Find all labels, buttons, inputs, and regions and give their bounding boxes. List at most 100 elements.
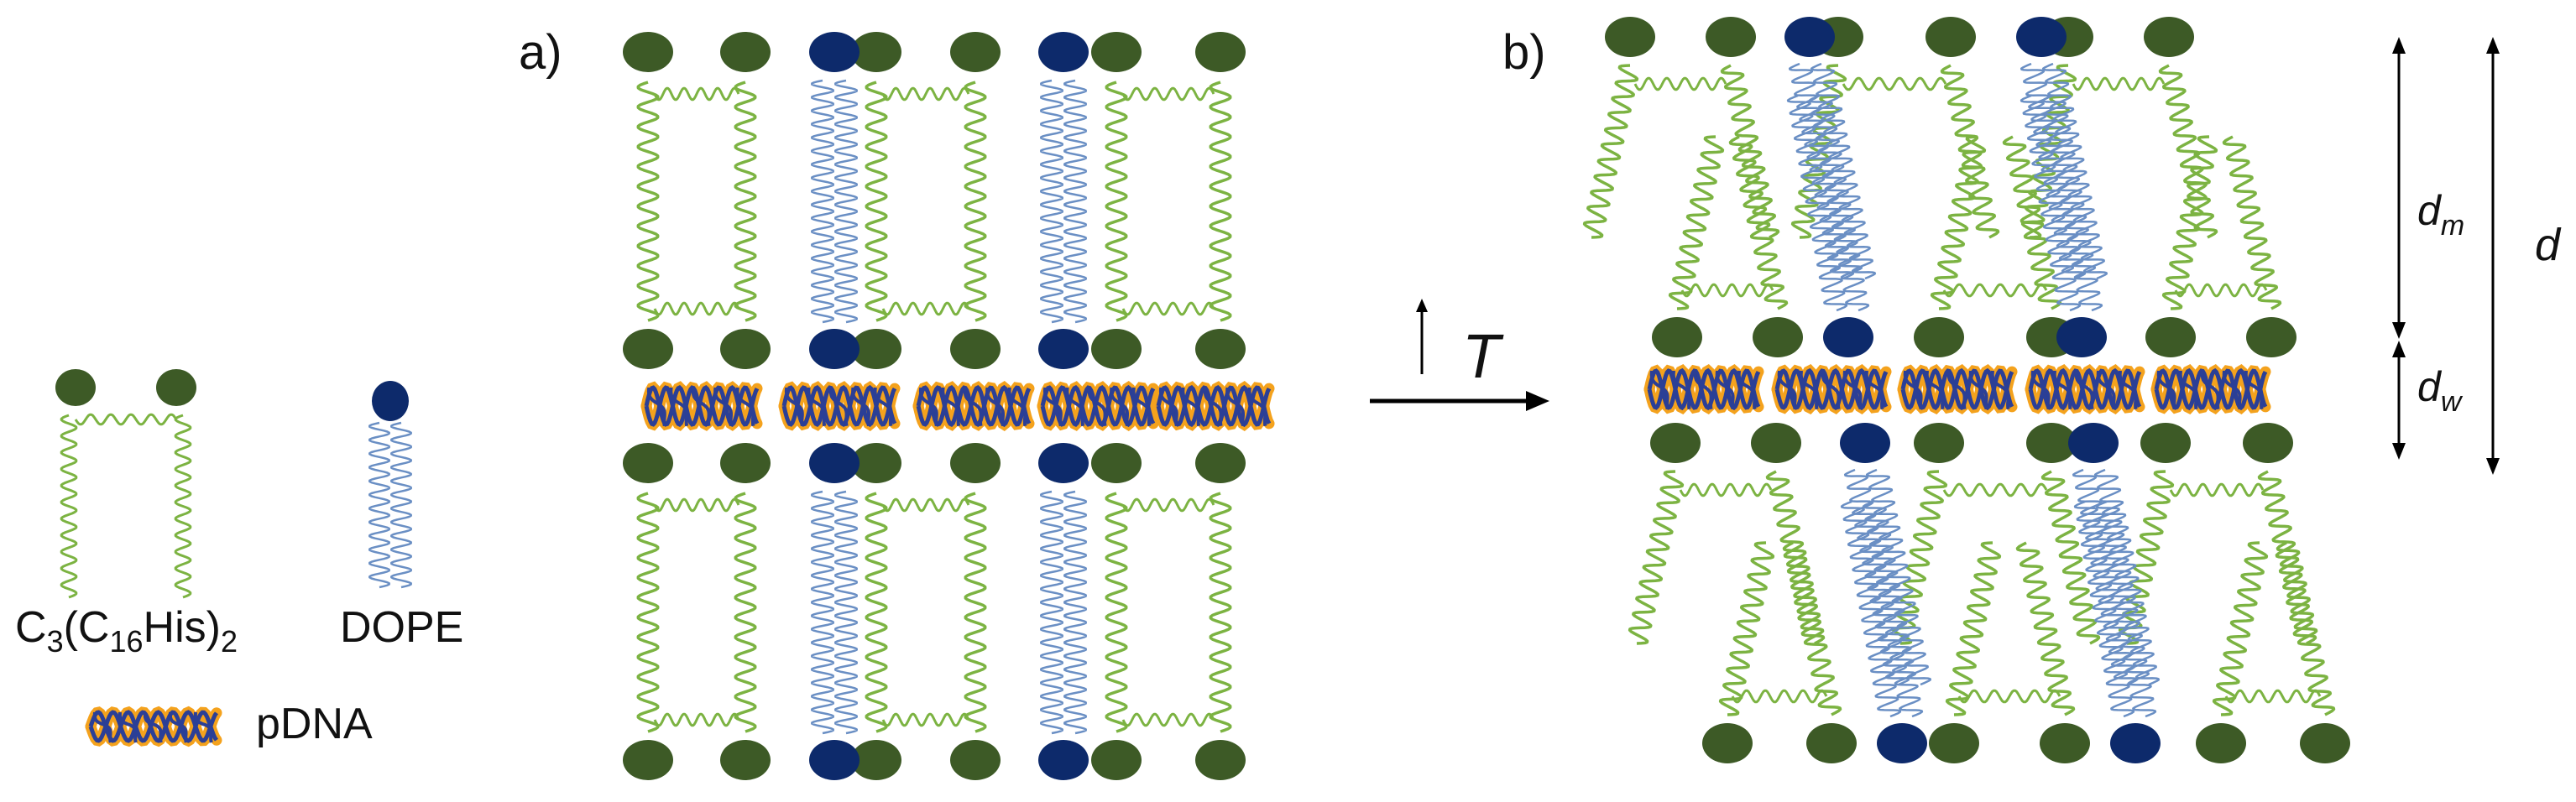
surfactant-tail: [1209, 492, 1232, 733]
surfactant-head: [1091, 740, 1142, 780]
panel-a-lamellar-phase: [623, 32, 1275, 780]
surfactant-head: [1706, 17, 1756, 57]
surfactant-head: [1650, 423, 1701, 463]
surfactant-tail: [734, 492, 757, 733]
surfactant-head: [851, 740, 901, 780]
surfactant-tail: [734, 81, 757, 322]
surfactant-head: [2145, 317, 2196, 357]
surfactant-tail: [2222, 135, 2282, 310]
dope-tail: [1040, 79, 1063, 324]
dope-tail: [2041, 62, 2108, 280]
surfactant-tail: [2040, 470, 2101, 645]
pdna-label: pDNA: [256, 700, 373, 748]
surfactant-spacer: [1942, 482, 2048, 497]
surfactant-tail: [1720, 64, 1780, 239]
panel-a-label: a): [519, 25, 562, 80]
dope-tail: [811, 79, 834, 324]
dope-tail: [2095, 500, 2157, 718]
surfactant-spacer: [1957, 689, 2061, 704]
dope-tail: [1808, 94, 1870, 312]
surfactant-head: [950, 32, 1001, 72]
dope-tail: [2041, 94, 2103, 312]
surfactant-spacer: [1121, 497, 1215, 513]
dm-arrow-icon: [2392, 37, 2406, 339]
surfactant-head: [1091, 32, 1142, 72]
surfactant-spacer: [1842, 76, 1947, 91]
surfactant-head: [55, 369, 96, 406]
dope-tail: [368, 421, 390, 589]
surfactant-head: [2243, 423, 2293, 463]
surfactant-head: [851, 32, 901, 72]
surfactant-spacer: [1121, 86, 1215, 102]
dope-head: [1784, 17, 1835, 57]
transition-arrowhead-icon: [1526, 391, 1549, 411]
surfactant-tail: [1668, 135, 1725, 310]
dope-head: [1038, 32, 1089, 72]
surfactant-head: [2026, 423, 2077, 463]
pdna-icon: [2025, 363, 2145, 415]
surfactant-head: [1195, 443, 1246, 483]
surfactant-spacer: [1121, 301, 1215, 316]
surfactant-spacer: [1942, 283, 2048, 298]
surfactant-head: [623, 443, 673, 483]
surfactant-tail: [636, 492, 660, 733]
dw-label: dw: [2417, 363, 2464, 418]
dope-tail: [834, 490, 858, 735]
pdna-icon: [1643, 363, 1764, 415]
surfactant-tail: [2158, 64, 2218, 239]
surfactant-tail: [1728, 135, 1789, 310]
d-arrow-icon: [2486, 37, 2500, 475]
surfactant-head: [851, 443, 901, 483]
surfactant-head: [1195, 740, 1246, 780]
surfactant-spacer: [1121, 712, 1215, 727]
surfactant-head: [1195, 32, 1246, 72]
surfactant-head: [851, 329, 901, 369]
dope-tail: [1862, 500, 1924, 718]
surfactant-tail: [2002, 135, 2062, 310]
dope-tail: [811, 490, 834, 735]
dope-head: [1840, 423, 1890, 463]
dope-tail: [1063, 79, 1087, 324]
temperature-label: T: [1462, 321, 1504, 391]
surfactant-head: [2300, 723, 2350, 763]
dw-arrow-icon: [2392, 341, 2406, 460]
surfactant-head: [2144, 17, 2194, 57]
surfactant-spacer: [1679, 482, 1773, 497]
surfactant-head: [1605, 17, 1655, 57]
dope-head: [1877, 723, 1927, 763]
surfactant-head: [950, 740, 1001, 780]
surfactant-head: [1925, 17, 1976, 57]
pdna-icon: [85, 706, 222, 747]
surfactant-head: [1753, 317, 1803, 357]
panel-b-label: b): [1502, 25, 1546, 80]
surfactant-spacer: [653, 301, 740, 316]
dope-tail: [1786, 94, 1848, 312]
surfactant-tail: [2212, 541, 2269, 716]
temperature-increase-arrowhead-icon: [1416, 299, 1428, 312]
surfactant-tail: [1891, 470, 1948, 645]
surfactant-head: [1091, 443, 1142, 483]
surfactant-head: [623, 329, 673, 369]
surfactant-spacer: [2072, 76, 2166, 91]
surfactant-spacer: [74, 413, 178, 426]
surfactant-head: [1091, 329, 1142, 369]
surfactant-head: [2246, 317, 2296, 357]
d-label: d: [2535, 220, 2562, 270]
pdna-icon: [1037, 381, 1159, 431]
dimension-markers: dm dw d: [2392, 37, 2562, 475]
surfactant-tail: [1930, 135, 1987, 310]
surfactant-head: [1806, 723, 1857, 763]
surfactant-tail: [1105, 81, 1128, 322]
surfactant-tail: [964, 81, 987, 322]
dope-lipid-icon: [368, 381, 412, 589]
surfactant-spacer: [2224, 689, 2322, 704]
surfactant-head: [720, 443, 771, 483]
surfactant-spacer: [881, 497, 970, 513]
surfactant-tail: [2015, 541, 2076, 716]
dope-tail: [1843, 468, 1910, 686]
surfactant-tail: [1582, 64, 1639, 239]
dope-head: [809, 443, 860, 483]
dope-tail: [1063, 490, 1087, 735]
surfactant-head: [1195, 329, 1246, 369]
